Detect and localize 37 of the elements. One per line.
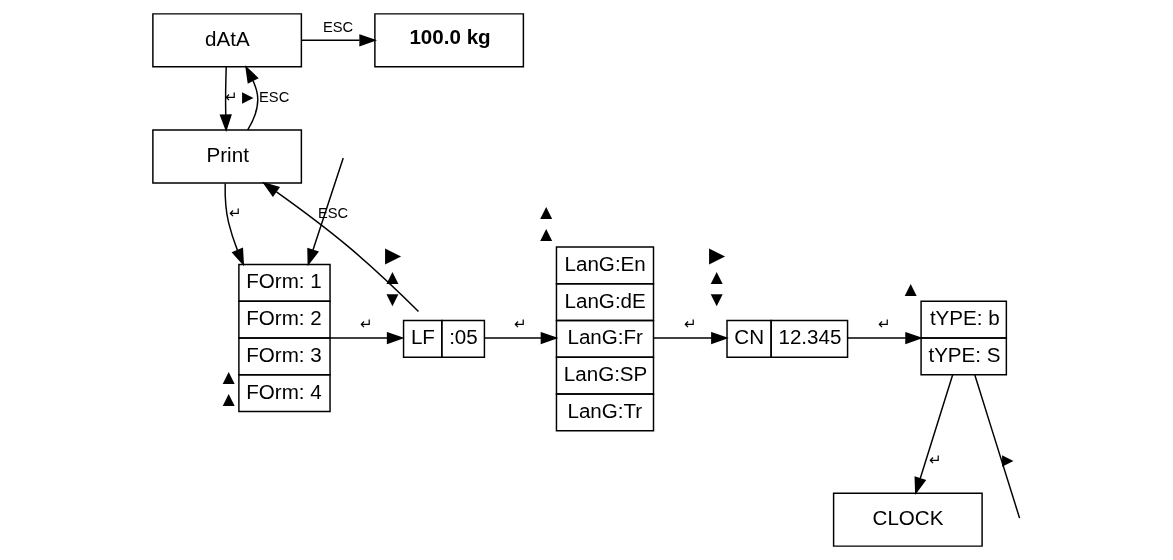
node-label: ▼ <box>382 287 403 311</box>
node-box: CLOCK <box>832 492 983 547</box>
node-label: ▲ <box>900 276 921 300</box>
arrow <box>653 331 729 345</box>
arrow <box>847 331 923 345</box>
edge-label: ↵ <box>228 205 242 222</box>
node-label: ▲ <box>535 199 557 223</box>
edge-label: ▶ <box>1001 452 1014 469</box>
node-label: ▶ <box>708 242 725 266</box>
node-box: 100.0 kg <box>374 13 525 68</box>
connector <box>974 374 1021 519</box>
edge-label: ESC <box>259 89 290 106</box>
node-label: ▲ <box>218 387 239 410</box>
node-box: Print <box>152 129 303 184</box>
node-label: ▲ <box>382 264 403 288</box>
node-label: ▲ <box>706 264 727 288</box>
edge-label: ↵ ▶ <box>225 89 255 106</box>
edge-label: ↵ <box>683 316 697 333</box>
arrow <box>224 182 245 267</box>
arrow <box>219 66 232 133</box>
edge-label: ↵ <box>359 316 373 333</box>
arrow <box>914 374 954 495</box>
edge-label: ESC <box>323 18 354 35</box>
node-label: ▶ <box>384 242 401 266</box>
node-label: ▼ <box>706 287 727 311</box>
arrow <box>483 331 559 345</box>
edge-label: ↵ <box>513 316 527 333</box>
node-box: dAtA <box>152 13 303 68</box>
arrow <box>329 331 405 345</box>
node-label: ▲ <box>218 364 239 388</box>
node-label: ▲ <box>535 221 557 245</box>
edge-label: ↵ <box>877 316 891 333</box>
arrow <box>245 65 259 131</box>
arrow <box>300 34 377 47</box>
edge-label: ↵ <box>928 452 942 469</box>
arrow <box>307 157 344 267</box>
arrow <box>262 181 420 313</box>
